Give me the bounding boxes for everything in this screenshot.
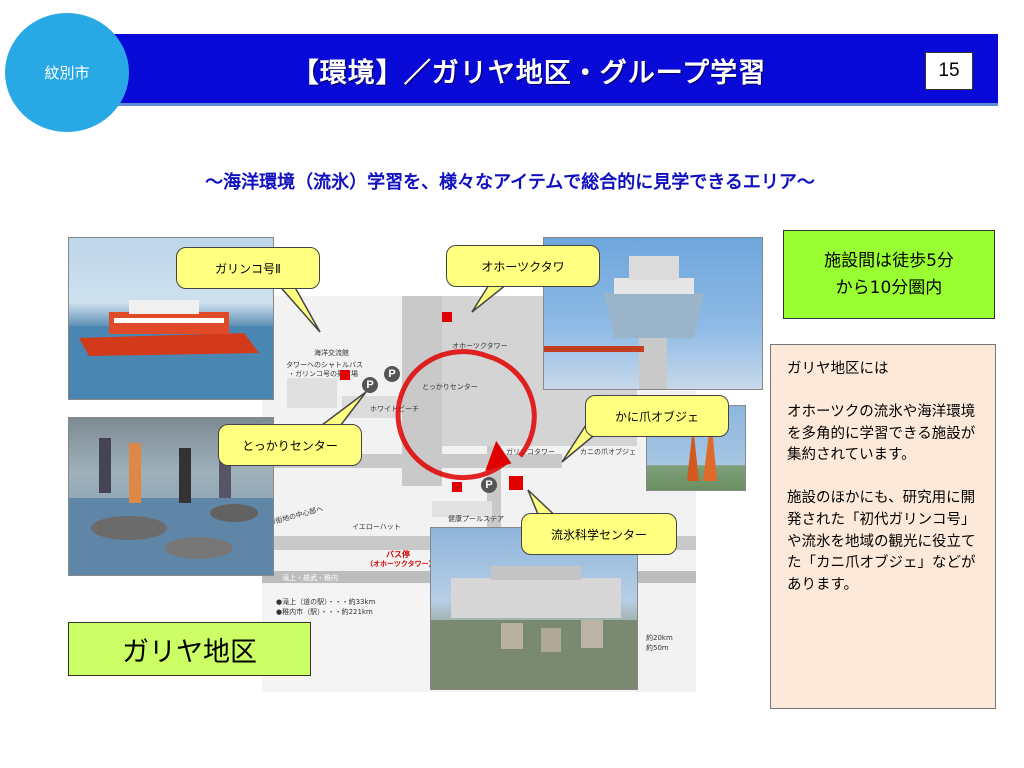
map-label-distance-3: 約20km (646, 634, 673, 642)
parking-icon-2: P (362, 377, 378, 393)
description-extras: 施設のほかにも、研究用に開発された「初代ガリンコ号」や流氷を地域の観光に役立てた… (787, 490, 976, 593)
walking-distance-box: 施設間は徒歩5分 から10分圏内 (783, 230, 995, 319)
map-label-garinko-tower: ガリンコタワー (506, 448, 555, 456)
map-label-distance-4: 約50m (646, 644, 669, 652)
walking-distance-line-2: から10分圏内 (835, 277, 943, 298)
callout-crab: かに爪オブジェ (585, 395, 729, 437)
walking-distance-line-1: 施設間は徒歩5分 (824, 251, 954, 272)
city-badge: 紋別市 (5, 13, 129, 132)
map-label-distance-2: ●稚内市（駅）・・・約221km (276, 608, 373, 616)
description-panel: ガリヤ地区には オホーツクの流氷や海洋環境を多角的に学習できる施設が集約されてい… (770, 344, 996, 709)
map-label-tokkari: とっかりセンター (422, 383, 478, 391)
description-intro: ガリヤ地区には (787, 361, 889, 377)
area-name-label: ガリヤ地区 (68, 622, 311, 676)
map-label-bus-stop-sub: （オホーツクタワー） (366, 560, 436, 568)
tokkari-marker (340, 370, 350, 380)
science-center-photo (430, 527, 638, 690)
parking-marker (452, 482, 462, 492)
slide-subtitle: ～海洋環境（流氷）学習を、様々なアイテムで総合的に見学できるエリア～ (205, 172, 815, 193)
map-label-tower: オホーツクタワー (452, 342, 508, 350)
slide-title: 【環境】／ガリヤ地区・グループ学習 (291, 57, 767, 89)
parking-icon-3: P (481, 477, 497, 493)
callout-garinko: ガリンコ号Ⅱ (176, 247, 320, 289)
tower-marker (442, 312, 452, 322)
map-label-distance-1: ●滝上（道の駅）・・・約33km (276, 598, 376, 606)
map-label-shuttle-2: ・ガリンコ号の乗り場 (288, 370, 358, 378)
map-label-bus-stop: バス停 (386, 550, 410, 559)
map-label-beach: ホワイトビーチ (370, 405, 419, 413)
tower-photo (543, 237, 763, 390)
walking-loop-arrow (395, 349, 537, 481)
header-bar (60, 34, 998, 106)
map-label-ferry: 海洋交流館 (314, 349, 349, 357)
map-label-crab: カニの爪オブジェ (580, 448, 636, 456)
map-label-shuttle: タワーへのシャトルバス (286, 361, 363, 369)
parking-icon-1: P (384, 366, 400, 382)
description-facilities: オホーツクの流氷や海洋環境を多角的に学習できる施設が集約されています。 (787, 403, 976, 464)
callout-ryuhyo: 流氷科学センター (521, 513, 677, 555)
page-number: 15 (925, 52, 973, 90)
callout-tokkari: とっかりセンター (218, 424, 362, 466)
map-label-yellow-hat: イエローハット (352, 523, 401, 531)
map-label-route: 滝上・雄武・稚内 (282, 574, 338, 582)
callout-okhotsk-tower: オホーツクタワ (446, 245, 600, 287)
map-label-pool: 健康プールステア (448, 515, 504, 523)
callout-tail-garinko (274, 281, 321, 333)
science-center-marker (509, 476, 523, 490)
